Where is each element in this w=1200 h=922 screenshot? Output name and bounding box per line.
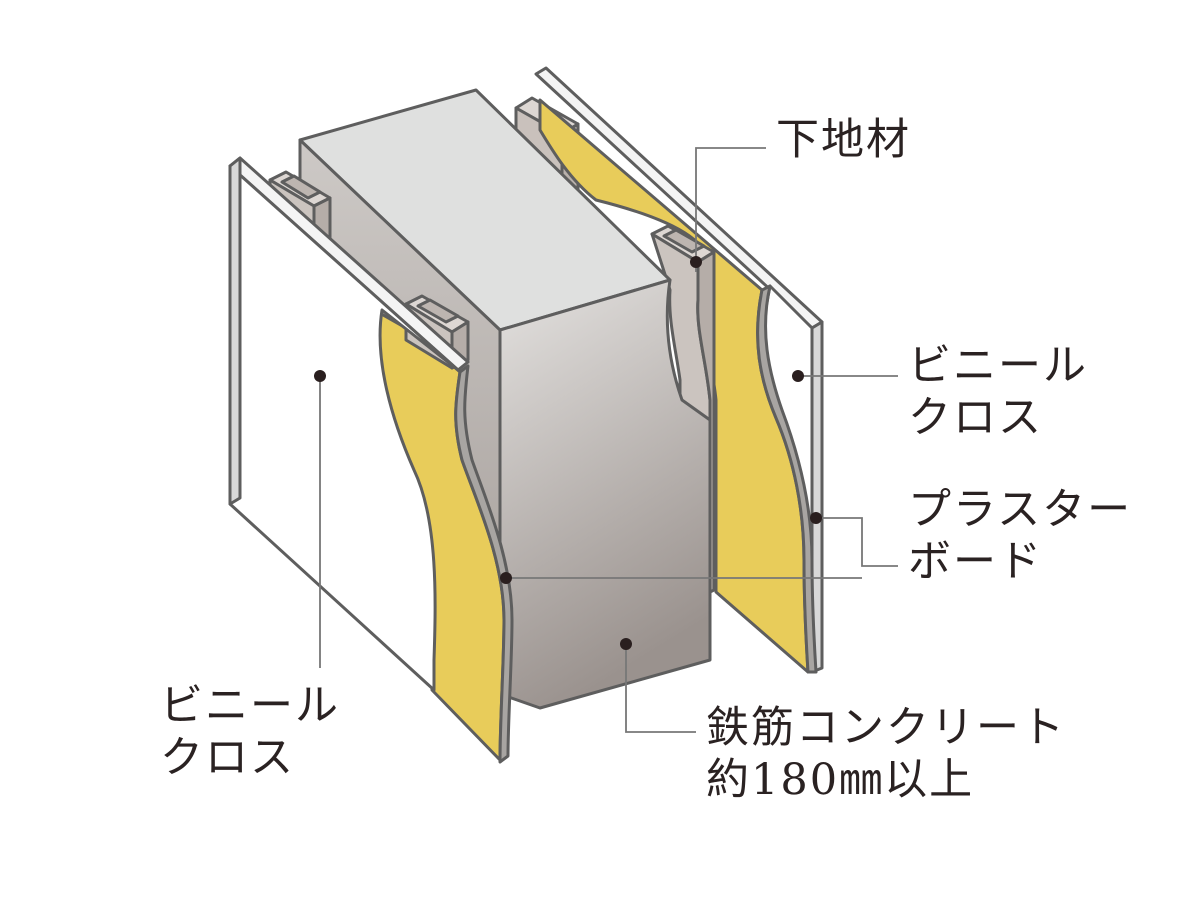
- vinyl-cloth-panel-left: [228, 156, 470, 692]
- pointer-dot-plaster-board-right: [810, 512, 822, 524]
- leader-base-material: [695, 147, 766, 272]
- pointer-dot-plaster-board-left: [500, 572, 512, 584]
- label-concrete-line1: 鉄筋コンクリート: [706, 703, 1066, 753]
- label-base-material-text: 下地材: [776, 115, 911, 165]
- label-base-material: 下地材: [776, 114, 911, 166]
- label-plaster-board-line2: ボード: [908, 537, 1043, 587]
- label-vinyl-cloth-left-line1: ビニール: [160, 681, 340, 731]
- label-concrete: 鉄筋コンクリート 約180㎜以上: [706, 702, 1066, 806]
- label-vinyl-cloth-right: ビニール クロス: [908, 340, 1088, 444]
- label-vinyl-cloth-left: ビニール クロス: [160, 680, 340, 784]
- leader-concrete: [625, 644, 696, 733]
- pointer-dot-base-material: [690, 256, 702, 268]
- label-vinyl-cloth-right-line1: ビニール: [908, 341, 1088, 391]
- leader-plaster-board-right: [816, 517, 898, 567]
- label-vinyl-cloth-right-line2: クロス: [908, 393, 1043, 443]
- label-vinyl-cloth-left-line2: クロス: [160, 733, 295, 783]
- pointer-dot-vinyl-cloth-right: [792, 370, 804, 382]
- label-plaster-board-line1: プラスター: [908, 485, 1133, 535]
- label-plaster-board: プラスター ボード: [908, 484, 1132, 588]
- pointer-dot-concrete: [620, 638, 632, 650]
- label-concrete-line2: 約180㎜以上: [706, 755, 975, 805]
- plaster-board-right: [538, 98, 818, 674]
- pointer-dot-vinyl-cloth-left: [314, 370, 326, 382]
